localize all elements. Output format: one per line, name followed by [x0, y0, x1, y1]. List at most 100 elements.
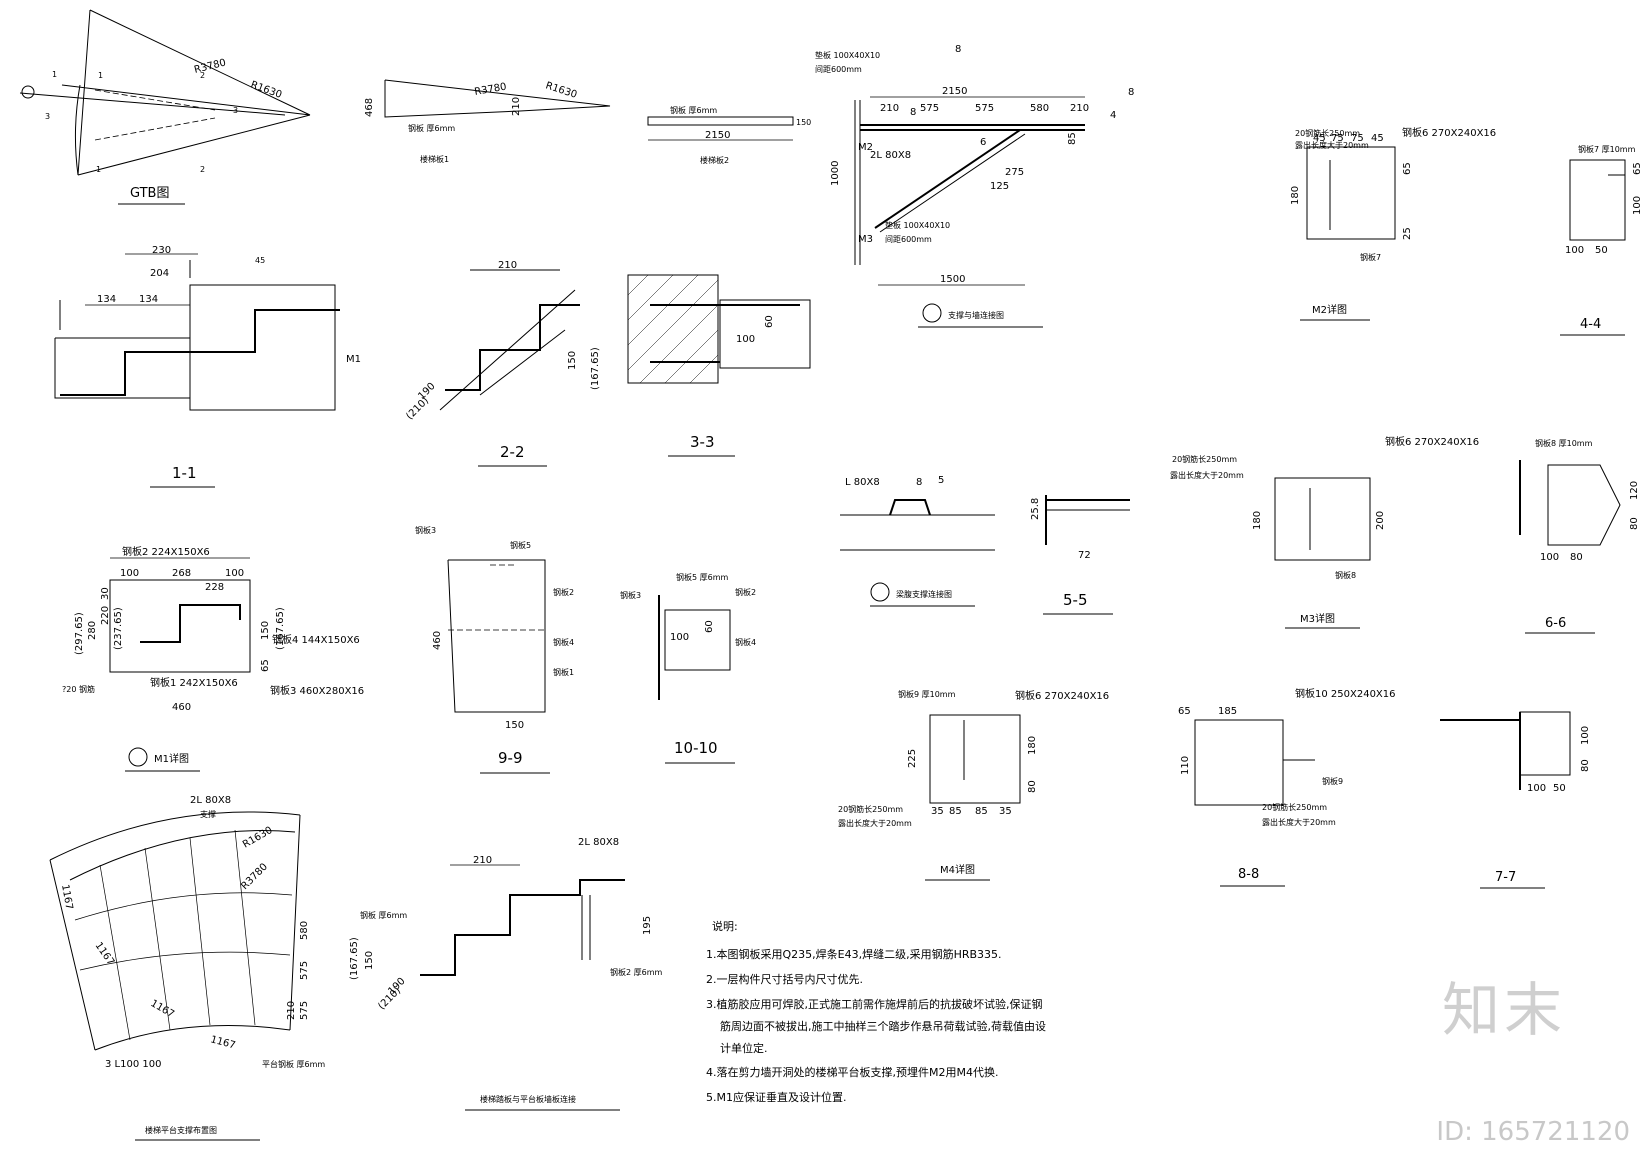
m2-75b: 75 — [1351, 133, 1364, 144]
m1-plate4: 钢板4 144X150X6 — [272, 633, 360, 646]
m3-plate8: 钢板8 — [1335, 570, 1356, 580]
s44-100: 100 — [1565, 245, 1584, 256]
pc-title: 梁腹支撑连接图 — [896, 589, 952, 599]
note-3a: 3.植筋胶应用可焊胶,正式施工前需作施焊前后的抗拔破坏试验,保证钢 — [706, 997, 1043, 1011]
lay-100: 3 L100 100 — [105, 1059, 161, 1070]
wall-8b: 8 — [910, 107, 916, 118]
s88-rod2: 露出长度大于20mm — [1262, 817, 1336, 827]
plate1-468-dim: 468 — [364, 98, 375, 117]
plate1-view: 468 210 R3780 R1630 钢板 厚6mm 楼梯板1 — [364, 79, 611, 164]
gtb-title: GTB图 — [130, 186, 169, 201]
lay-r1630: R1630 — [241, 825, 275, 851]
s99-p4: 钢板4 — [553, 637, 574, 647]
s99-title: 9-9 — [498, 749, 523, 767]
lay-r3780: R3780 — [239, 861, 270, 892]
m3-plate: 钢板6 270X240X16 — [1385, 435, 1479, 448]
s33-100: 100 — [736, 334, 755, 345]
m2-rod2: 露出长度大于20mm — [1295, 140, 1369, 150]
s77-100: 100 — [1580, 726, 1591, 745]
section-4-4: 钢板7 厚10mm 100 50 65 100 4-4 — [1560, 144, 1643, 336]
wall-85: 85 — [1067, 132, 1078, 145]
lay-1167b: 1167 — [93, 940, 117, 967]
plate1-r3780: R3780 — [474, 81, 508, 97]
s1010-p3: 钢板3 — [620, 590, 641, 600]
tc-16765: (167.65) — [349, 937, 360, 980]
s11-134a: 134 — [97, 294, 116, 305]
m4-plate6: 钢板6 270X240X16 — [1015, 689, 1109, 702]
m1-plate2: 钢板2 224X150X6 — [122, 545, 210, 558]
gtb-r1630-dim: R1630 — [249, 79, 283, 100]
m4-35b: 35 — [999, 806, 1012, 817]
pc-l80: L 80X8 — [845, 477, 880, 488]
s33-60: 60 — [764, 315, 775, 328]
wall-210a: 210 — [880, 103, 899, 114]
m1-460: 460 — [172, 702, 191, 713]
wall-2l: 2L 80X8 — [870, 150, 911, 161]
s1010-100: 100 — [670, 632, 689, 643]
s99-p1: 钢板1 — [553, 667, 574, 677]
plate2-150: 150 — [796, 118, 811, 127]
tread-connection-view: 2L 80X8 210 195 150 (167.65) 190 (210) 钢… — [349, 837, 663, 1111]
s66-title: 6-6 — [1545, 616, 1566, 631]
s88-rod: 20钢筋长250mm — [1262, 802, 1327, 812]
tc-210: 210 — [473, 855, 492, 866]
wall-6: 6 — [980, 137, 986, 148]
section-5-5: 25.8 72 5-5 — [1030, 495, 1130, 615]
s1010-p2: 钢板2 — [735, 587, 756, 597]
s11-45: 45 — [255, 256, 265, 265]
wall-8: 8 — [955, 44, 961, 55]
tc-title: 楼梯踏板与平台板墙板连接 — [480, 1094, 576, 1104]
tc-150: 150 — [364, 951, 375, 970]
notes-heading: 说明: — [712, 919, 738, 933]
wall-top-pad: 垫板 100X40X10 — [815, 50, 880, 60]
pc-5: 5 — [938, 475, 944, 486]
section-3-3: 100 60 3-3 — [627, 274, 811, 457]
s11-134b: 134 — [139, 294, 158, 305]
wall-210b: 210 — [1070, 103, 1089, 114]
section-9-9: 460 150 钢板3 钢板5 钢板2 钢板4 钢板1 9-9 — [415, 525, 574, 774]
m4-85b: 85 — [975, 806, 988, 817]
note-3b: 筋周边面不被拔出,施工中抽样三个踏步作悬吊荷载试验,荷载值由设 — [720, 1019, 1046, 1033]
wall-8a: 8 — [1128, 87, 1134, 98]
general-notes: 说明: 1.本图钢板采用Q235,焊条E43,焊缝二级,采用钢筋HRB335. … — [706, 919, 1046, 1104]
m1-30: 30 — [100, 587, 111, 600]
section-10-10: 钢板5 厚6mm 钢板2 钢板3 100 60 钢板4 10-10 — [620, 572, 756, 764]
m3-title: M3详图 — [1300, 612, 1335, 625]
m1-plate1: 钢板1 242X150X6 — [150, 676, 238, 689]
m4-title: M4详图 — [940, 863, 975, 876]
s77-50: 50 — [1553, 783, 1566, 794]
s33-title: 3-3 — [690, 433, 715, 451]
s22-210p: (210) — [404, 395, 431, 422]
wall-bot-pad: 垫板 100X40X10 — [885, 220, 950, 230]
section-6-6: 钢板8 厚10mm 120 80 100 80 6-6 — [1519, 438, 1640, 634]
lay-575a: 575 — [299, 961, 310, 980]
s88-title: 8-8 — [1238, 867, 1259, 882]
s55-72: 72 — [1078, 550, 1091, 561]
m2-plate7: 钢板7 — [1360, 252, 1381, 262]
s22-title: 2-2 — [500, 443, 525, 461]
s22-150: 150 — [567, 351, 578, 370]
wall-title: 支撑与墙连接图 — [948, 310, 1004, 320]
plate2-thk: 钢板 厚6mm — [670, 105, 717, 115]
m3-rod: 20钢筋长250mm — [1172, 454, 1237, 464]
s66-80h: 80 — [1570, 552, 1583, 563]
s55-258: 25.8 — [1030, 498, 1041, 520]
s88-plate: 钢板10 250X240X16 — [1295, 687, 1396, 700]
lay-2l: 2L 80X8 — [190, 795, 231, 806]
wall-connection-view: 2150 210 575 575 580 210 1000 1500 275 1… — [815, 44, 1134, 328]
watermark-id: ID: 165721120 — [1436, 1117, 1630, 1147]
wall-4: 4 — [1110, 110, 1116, 121]
m4-35: 35 — [931, 806, 944, 817]
m4-225: 225 — [907, 749, 918, 768]
m2-detail: 20钢筋长250mm 露出长度大于20mm 钢板6 270X240X16 45 … — [1290, 126, 1496, 321]
m1-20: ?20 钢筋 — [62, 684, 95, 694]
s88-110: 110 — [1180, 756, 1191, 775]
plate2-2150: 2150 — [705, 130, 730, 141]
tc-195: 195 — [642, 916, 653, 935]
m1-100b: 100 — [225, 568, 244, 579]
s66-120: 120 — [1629, 481, 1640, 500]
m1-65: 65 — [260, 659, 271, 672]
m2-180: 180 — [1290, 186, 1301, 205]
